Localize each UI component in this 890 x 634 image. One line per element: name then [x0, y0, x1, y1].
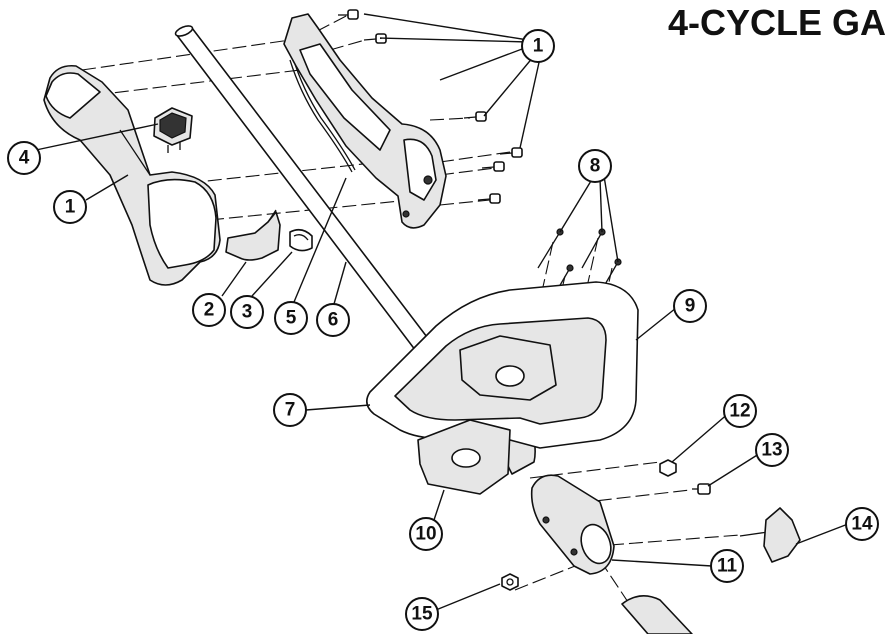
lock-nut — [501, 573, 519, 591]
screw — [499, 147, 523, 158]
screw — [338, 9, 359, 20]
bolt — [692, 483, 711, 495]
rocker-switch — [153, 107, 193, 153]
screw — [477, 193, 501, 204]
callout-label: 15 — [411, 604, 433, 625]
callout-3: 3 — [230, 295, 264, 329]
screw — [481, 161, 505, 172]
callout-label: 11 — [717, 556, 738, 577]
throttle-trigger — [225, 209, 281, 261]
callout-label: 4 — [19, 148, 30, 169]
callout-label: 13 — [761, 440, 782, 461]
screw — [463, 111, 487, 122]
diagram-title: 4-CYCLE GA — [668, 2, 887, 43]
callout-14: 14 — [845, 507, 879, 541]
callout-6: 6 — [316, 303, 350, 337]
callout-8: 8 — [578, 149, 612, 183]
callout-11: 11 — [710, 549, 744, 583]
spring-clip — [289, 228, 313, 252]
callout-label: 1 — [65, 197, 76, 218]
callout-label: 14 — [851, 514, 873, 535]
callout-label: 8 — [590, 156, 601, 177]
callout-12: 12 — [723, 394, 757, 428]
housing-left-half — [43, 64, 221, 286]
lower-shaft-tube — [621, 595, 693, 634]
callout-label: 10 — [415, 524, 436, 545]
leader-lines — [35, 13, 849, 615]
throttle-cable — [289, 57, 356, 173]
callout-2: 2 — [192, 293, 226, 327]
callout-label: 12 — [729, 401, 750, 422]
shaft-coupler — [530, 474, 615, 575]
callout-15: 15 — [405, 597, 439, 631]
lower-handle-clamp — [417, 419, 511, 495]
callout-7: 7 — [273, 393, 307, 427]
callout-10: 10 — [409, 517, 443, 551]
callout-9: 9 — [673, 289, 707, 323]
callout-1-top: 1 — [521, 29, 555, 63]
callout-label: 3 — [242, 302, 253, 323]
callout-label: 9 — [685, 296, 696, 317]
housing-right-half — [283, 13, 447, 229]
callout-1-left: 1 — [53, 190, 87, 224]
callout-4: 4 — [7, 141, 41, 175]
upper-handle-clamp — [459, 335, 557, 401]
callout-label: 5 — [286, 308, 297, 329]
nut — [659, 459, 677, 477]
callout-5: 5 — [274, 301, 308, 335]
callout-label: 2 — [204, 300, 215, 321]
adjustment-knob — [739, 507, 801, 563]
callout-label: 7 — [285, 400, 296, 421]
callout-label: 6 — [328, 310, 339, 331]
callout-label: 1 — [533, 36, 544, 57]
callout-13: 13 — [755, 433, 789, 467]
housing-screws — [338, 9, 523, 204]
